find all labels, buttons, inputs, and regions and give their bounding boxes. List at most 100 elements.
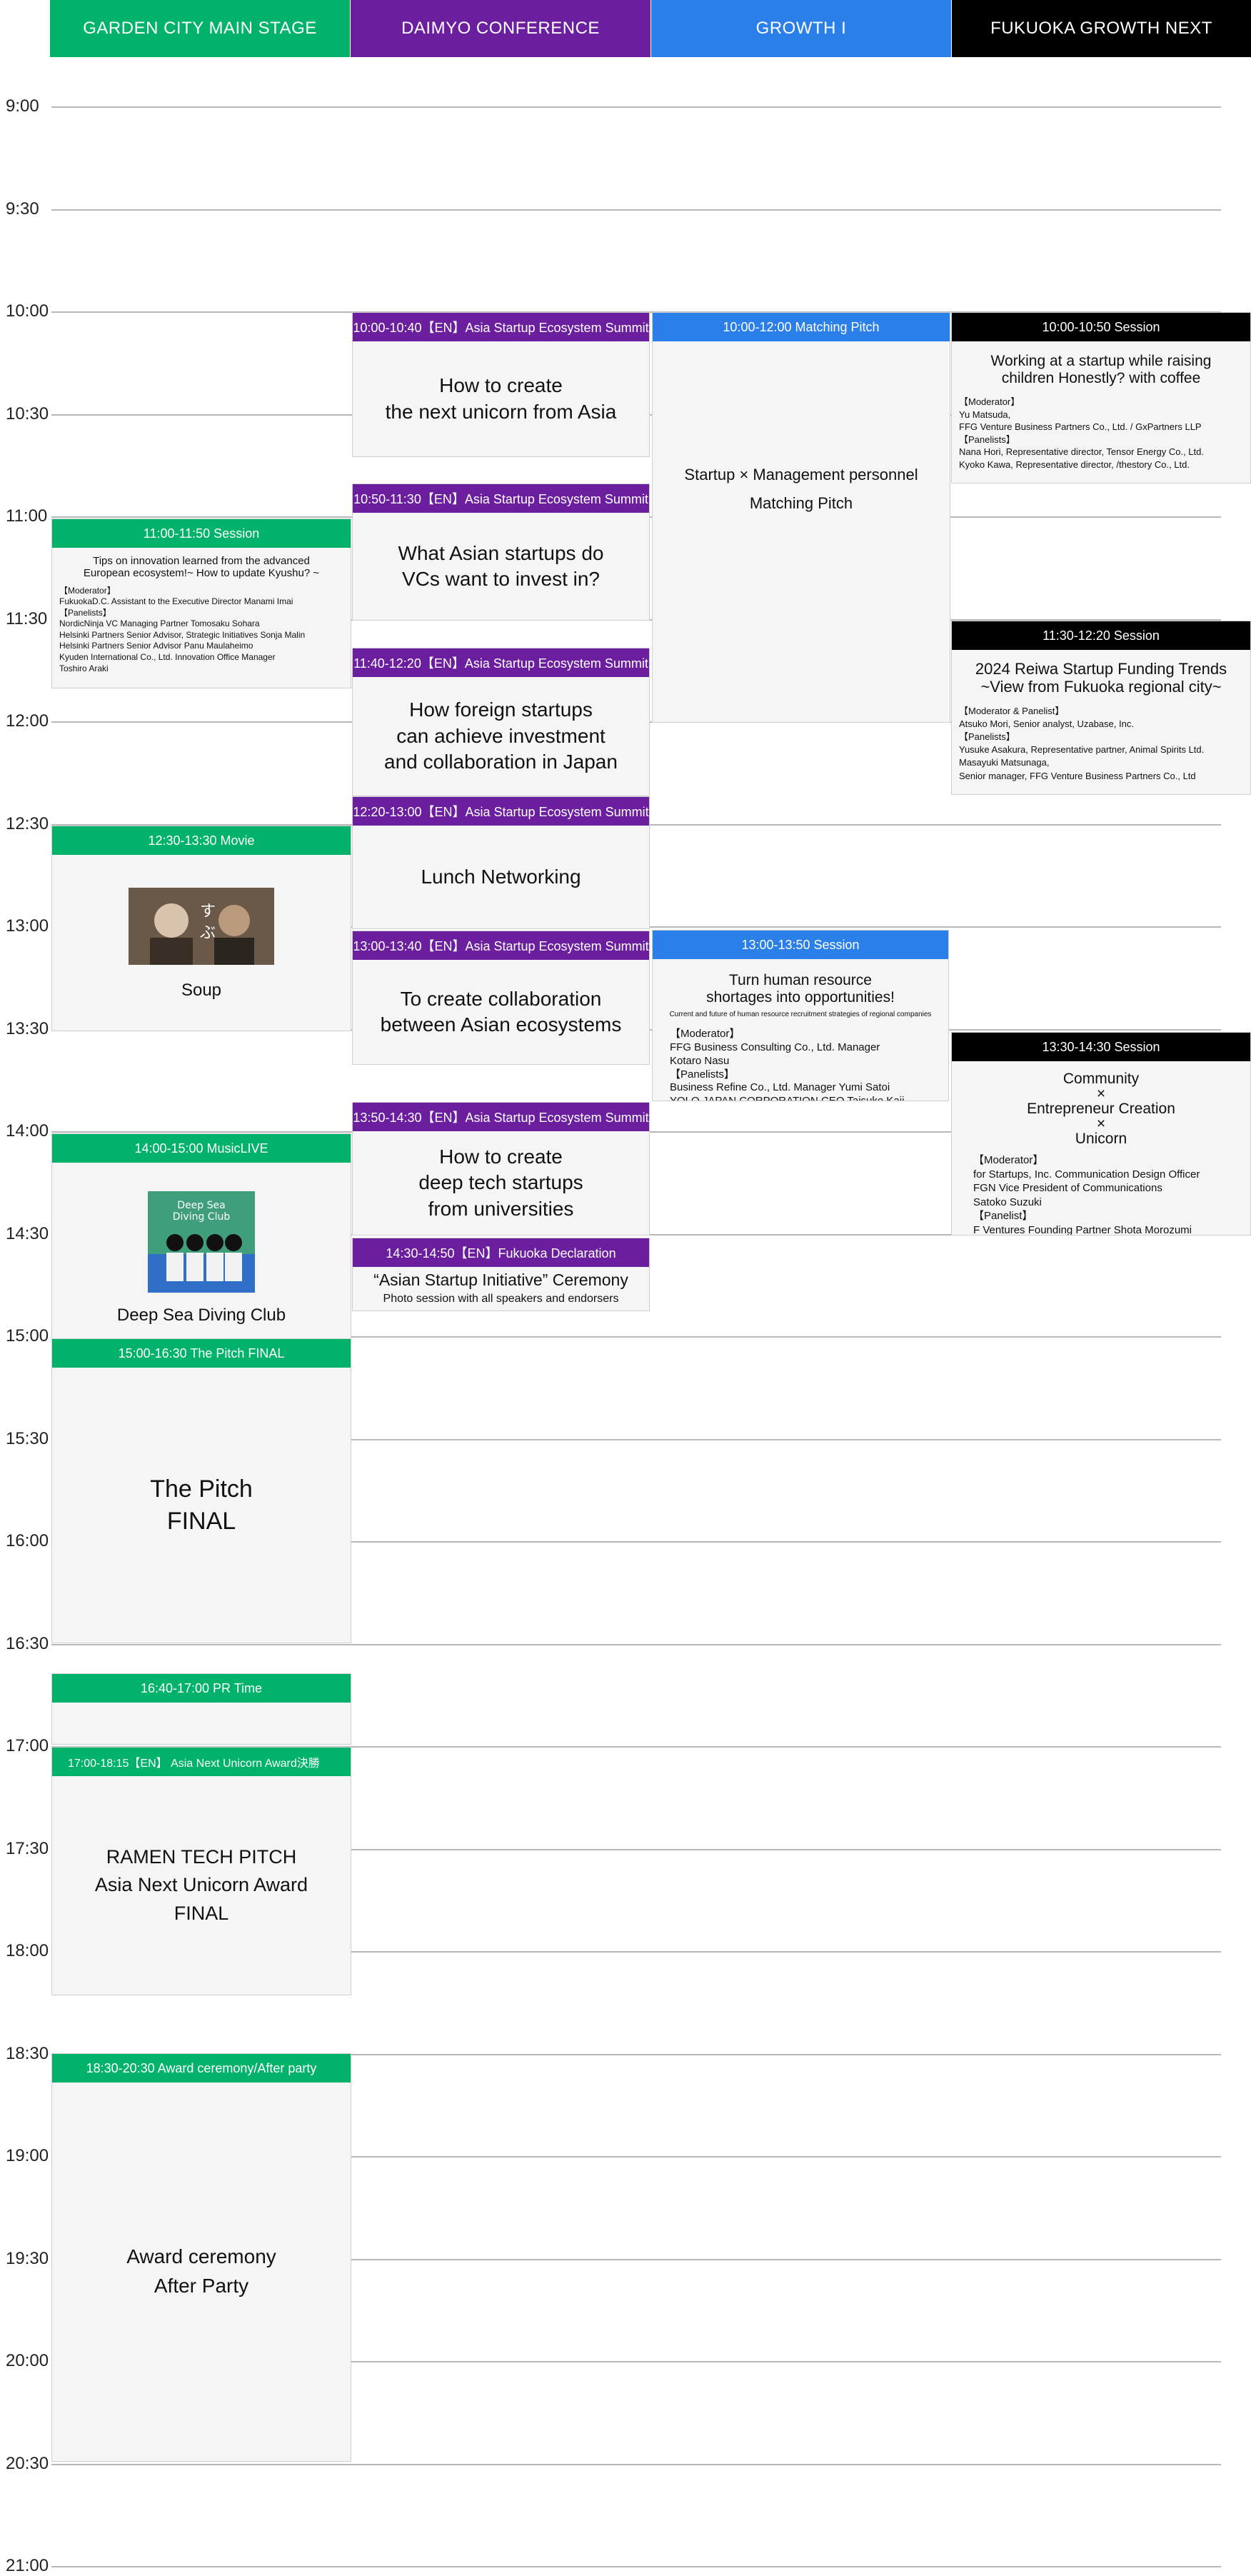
session-title: Award ceremony After Party [126,2245,276,2297]
session-body: “Asian Startup Initiative” Ceremony Phot… [353,1267,649,1310]
session-details: 【Moderator】 FFG Business Consulting Co.,… [670,1028,905,1101]
session-block[interactable]: 17:00-18:15【EN】 Asia Next Unicorn Award決… [51,1747,351,1995]
session-block[interactable]: 15:00-16:30 The Pitch FINAL The Pitch FI… [51,1338,351,1643]
time-label: 14:30 [6,1224,49,1243]
session-body: 2024 Reiwa Startup Funding Trends ~View … [952,650,1250,794]
session-details: 【Moderator】 for Startups, Inc. Communica… [973,1154,1200,1236]
svg-text:Deep Sea: Deep Sea [177,1200,225,1211]
session-block[interactable]: 13:00-13:50 Session Turn human resource … [652,930,949,1101]
column-header-daimyo: DAIMYO CONFERENCE [351,0,650,57]
svg-text:す: す [200,903,216,921]
session-title: How to create the next unicorn from Asia [385,374,617,423]
session-block[interactable]: 18:30-20:30 Award ceremony/After party A… [51,2053,351,2462]
time-gridline [51,1644,1221,1645]
session-details: 【Moderator & Panelist】 Atsuko Mori, Seni… [959,705,1205,781]
time-gridline [51,2054,1221,2055]
session-header: 13:00-13:50 Session [653,931,948,959]
session-title: Community × Entrepreneur Creation × Unic… [1027,1071,1175,1147]
session-block[interactable]: 10:00-10:40【EN】Asia Startup Ecosystem Su… [352,312,650,457]
session-header: 11:30-12:20 Session [952,621,1250,650]
time-gridline [51,1849,1221,1850]
session-header: 10:00-10:40【EN】Asia Startup Ecosystem Su… [353,313,649,341]
session-body: What Asian startups do VCs want to inves… [353,513,649,620]
session-header: 17:00-18:15【EN】 Asia Next Unicorn Award決… [52,1748,351,1776]
time-label: 11:00 [6,506,48,526]
session-title: How to create deep tech startups from un… [418,1145,583,1220]
session-header: 14:00-15:00 MusicLIVE [52,1134,351,1163]
session-block[interactable]: 14:00-15:00 MusicLIVE Deep Sea Diving Cl… [51,1133,351,1339]
time-label: 9:30 [6,199,39,219]
session-title: How foreign startups can achieve investm… [384,698,618,773]
session-title: 2024 Reiwa Startup Funding Trends ~View … [975,660,1227,696]
session-body: Working at a startup while raising child… [952,341,1250,483]
time-label: 9:00 [6,96,39,116]
time-label: 13:00 [6,916,49,936]
time-gridline [51,2464,1221,2465]
session-title: Tips on innovation learned from the adva… [83,555,320,580]
time-label: 16:30 [6,1634,49,1653]
session-header: 14:30-14:50【EN】Fukuoka Declaration [353,1238,649,1267]
session-title: Lunch Networking [421,865,581,888]
time-gridline [51,1951,1221,1953]
session-header: 13:50-14:30【EN】Asia Startup Ecosystem Su… [353,1103,649,1131]
time-label: 12:30 [6,814,49,833]
time-label: 20:30 [6,2454,49,2473]
time-label: 17:00 [6,1736,49,1755]
session-header: 18:30-20:30 Award ceremony/After party [52,2054,351,2083]
session-block[interactable]: 13:30-14:30 Session Community × Entrepre… [951,1032,1251,1236]
time-label: 20:00 [6,2351,49,2370]
session-block[interactable]: 11:40-12:20【EN】Asia Startup Ecosystem Su… [352,648,650,796]
session-block[interactable]: 12:30-13:30 Movie す ぶ Soup [51,826,351,1031]
column-header-fgn: FUKUOKA GROWTH NEXT [952,0,1251,57]
session-block[interactable]: 16:40-17:00 PR Time [51,1673,351,1745]
session-header: 13:00-13:40【EN】Asia Startup Ecosystem Su… [353,931,649,960]
session-subtitle: Photo session with all speakers and endo… [383,1292,619,1305]
session-block[interactable]: 10:50-11:30【EN】Asia Startup Ecosystem Su… [352,483,650,621]
time-label: 10:00 [6,301,49,321]
svg-text:ぶ: ぶ [200,924,216,942]
session-header: 10:50-11:30【EN】Asia Startup Ecosystem Su… [353,484,649,513]
session-body: To create collaboration between Asian ec… [353,960,649,1064]
session-body: RAMEN TECH PITCH Asia Next Unicorn Award… [52,1776,351,1995]
session-header: 10:00-12:00 Matching Pitch [653,313,950,341]
session-body: Deep Sea Diving Club Deep Sea Diving Clu… [52,1163,351,1338]
session-header: 12:30-13:30 Movie [52,826,351,855]
time-gridline [51,2156,1221,2157]
session-block[interactable]: 13:50-14:30【EN】Asia Startup Ecosystem Su… [352,1102,650,1236]
session-title: “Asian Startup Initiative” Ceremony [373,1271,628,1290]
svg-text:Diving Club: Diving Club [173,1211,231,1223]
session-body [52,1703,351,1744]
session-title: Turn human resource shortages into oppor… [706,972,895,1006]
time-label: 18:30 [6,2044,49,2063]
session-block[interactable]: 14:30-14:50【EN】Fukuoka Declaration “Asia… [352,1238,650,1311]
session-subtitle: Current and future of human resource rec… [669,1011,932,1019]
time-label: 14:00 [6,1121,49,1141]
time-gridline [51,2361,1221,2362]
session-block[interactable]: 10:00-12:00 Matching Pitch Startup × Man… [652,312,950,723]
album-cover-image: Deep Sea Diving Club [148,1191,255,1293]
time-gridline [51,1439,1221,1440]
session-title: What Asian startups do VCs want to inves… [398,541,604,590]
session-title: RAMEN TECH PITCH Asia Next Unicorn Award… [94,1846,308,1924]
session-header: 10:00-10:50 Session [952,313,1250,341]
session-header: 12:20-13:00【EN】Asia Startup Ecosystem Su… [353,797,649,826]
session-body: How to create the next unicorn from Asia [353,341,649,456]
time-label: 19:00 [6,2146,49,2165]
session-block[interactable]: 11:00-11:50 Session Tips on innovation l… [51,518,351,688]
session-body: How to create deep tech startups from un… [353,1131,649,1235]
session-body: Community × Entrepreneur Creation × Unic… [952,1061,1250,1235]
session-body: Startup × Management personnel Matching … [653,341,950,636]
session-body: Award ceremony After Party [52,2083,351,2461]
time-label: 18:00 [6,1941,49,1960]
session-title: Deep Sea Diving Club [116,1305,286,1325]
session-details: 【Moderator】 Yu Matsuda, FFG Venture Busi… [959,396,1204,471]
session-block[interactable]: 10:00-10:50 Session Working at a startup… [951,312,1251,483]
session-header: 11:00-11:50 Session [52,519,351,548]
session-block[interactable]: 13:00-13:40【EN】Asia Startup Ecosystem Su… [352,931,650,1065]
session-block[interactable]: 12:20-13:00【EN】Asia Startup Ecosystem Su… [352,796,650,929]
time-gridline [51,209,1221,211]
session-block[interactable]: 11:30-12:20 Session 2024 Reiwa Startup F… [951,621,1251,795]
session-title: Startup × Management personnel Matching … [684,465,918,512]
session-body: How foreign startups can achieve investm… [353,677,649,796]
session-header: 11:40-12:20【EN】Asia Startup Ecosystem Su… [353,648,649,677]
